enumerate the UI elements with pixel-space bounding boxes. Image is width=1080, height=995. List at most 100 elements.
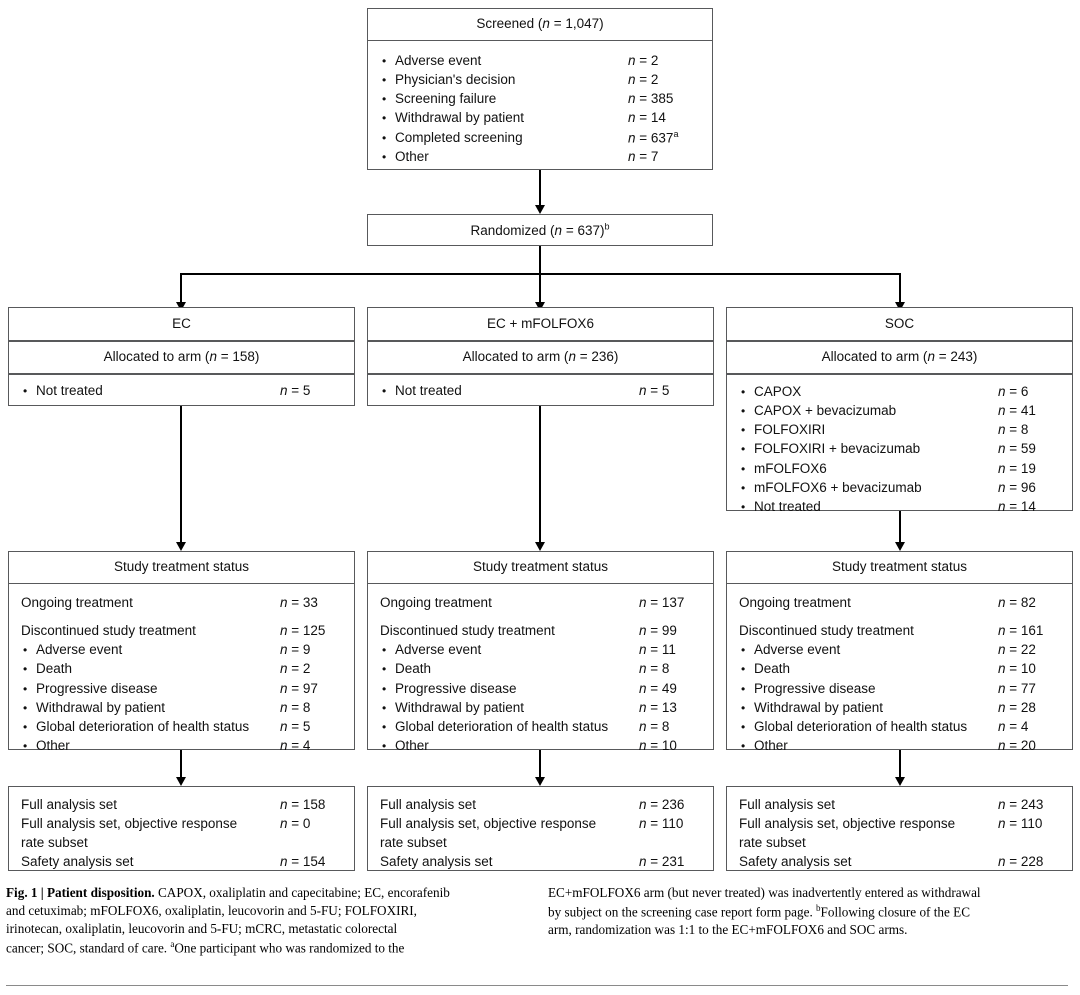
reason-label: Other xyxy=(380,736,639,755)
reason-label: Withdrawal by patient xyxy=(739,698,998,717)
caption-text-0: CAPOX, oxaliplatin and capecitabine; EC,… xyxy=(154,885,450,900)
list-item: Progressive disease n = 77 xyxy=(739,679,1060,698)
arm-name-ec: EC xyxy=(172,316,191,331)
allocated-text-ecmfolfox6: Allocated to arm (n = 236) xyxy=(462,349,619,364)
caption-line: irinotecan, oxaliplatin, leucovorin and … xyxy=(6,920,398,936)
discontinued-value: n = 125 xyxy=(280,623,326,639)
connector-branch-ecmfolfox6 xyxy=(539,273,541,305)
list-item: Ongoing treatment n = 137 xyxy=(380,593,701,612)
allocated-text-ec: Allocated to arm (n = 158) xyxy=(103,349,260,364)
treatment-label: CAPOX xyxy=(739,382,998,401)
treatment-label: mFOLFOX6 + bevacizumab xyxy=(739,478,998,497)
reason-label: Death xyxy=(380,659,639,678)
analysis-list-ec: Full analysis set n = 158 Full analysis … xyxy=(9,787,354,880)
reason-value: n = 2 xyxy=(628,52,659,68)
ongoing-value: n = 33 xyxy=(280,594,318,610)
screened-title-text: Screened (n = 1,047) xyxy=(476,16,604,31)
reason-value: n = 14 xyxy=(628,110,666,126)
full-analysis-label: Full analysis set xyxy=(21,797,118,812)
reason-label: Completed screening xyxy=(380,128,628,147)
arrow-ec-to-status xyxy=(175,542,186,551)
analysis-box-ec: Full analysis set n = 158 Full analysis … xyxy=(8,786,355,871)
status-title-ecmfolfox6: Study treatment status xyxy=(368,552,713,584)
treatment-list-ec: Not treated n = 5 xyxy=(9,375,354,408)
list-item: Other n = 10 xyxy=(380,736,701,755)
treatment-label: mFOLFOX6 xyxy=(739,459,998,478)
status-title-ec: Study treatment status xyxy=(9,552,354,584)
list-item: Global deterioration of health status n … xyxy=(380,717,701,736)
reason-value: n = 8 xyxy=(639,718,670,734)
list-item: CAPOX n = 6 xyxy=(739,382,1060,401)
treatment-box-ecmfolfox6: Not treated n = 5 xyxy=(367,374,714,406)
list-item: Death n = 2 xyxy=(21,659,342,678)
spacer xyxy=(21,612,342,621)
status-title-soc: Study treatment status xyxy=(727,552,1072,584)
orr-subset-value: n = 110 xyxy=(639,816,684,832)
list-item: Full analysis set, objective response n … xyxy=(380,814,701,833)
list-item: Adverse event n = 9 xyxy=(21,640,342,659)
reason-value: n = 5 xyxy=(280,718,311,734)
arrow-branch-ecmfolfox6 xyxy=(534,302,545,311)
status-list-ecmfolfox6: Ongoing treatment n = 137 Discontinued s… xyxy=(368,584,713,763)
discontinued-label: Discontinued study treatment xyxy=(739,623,914,639)
list-item: Discontinued study treatment n = 125 xyxy=(21,621,342,640)
list-item: CAPOX + bevacizumab n = 41 xyxy=(739,401,1060,420)
arrow-screened-to-randomized xyxy=(534,205,545,214)
arrow-branch-ec xyxy=(175,302,186,311)
list-item: Full analysis set n = 158 xyxy=(21,795,342,814)
orr-subset-value: n = 0 xyxy=(280,816,311,832)
screened-reason-list: Adverse event n = 2 Physician's decision… xyxy=(368,41,712,174)
reason-value: n = 385 xyxy=(628,91,674,107)
caption-line: cancer; SOC, standard of care. aOne part… xyxy=(6,938,405,956)
orr-subset-value: n = 110 xyxy=(998,816,1043,832)
reason-label: Global deterioration of health status xyxy=(380,717,639,736)
list-item: Global deterioration of health status n … xyxy=(739,717,1060,736)
list-item: Withdrawal by patient n = 14 xyxy=(380,108,700,127)
analysis-box-ecmfolfox6: Full analysis set n = 236 Full analysis … xyxy=(367,786,714,871)
reason-label: Withdrawal by patient xyxy=(21,698,280,717)
treatment-label: Not treated xyxy=(380,381,639,400)
status-box-ec: Study treatment status Ongoing treatment… xyxy=(8,551,355,753)
ongoing-label: Ongoing treatment xyxy=(380,594,492,610)
allocated-label-soc: Allocated to arm (n = 243) xyxy=(727,342,1072,373)
orr-subset-label-cont: rate subset xyxy=(380,835,447,851)
list-item: Adverse event n = 22 xyxy=(739,640,1060,659)
list-item: Full analysis set n = 236 xyxy=(380,795,701,814)
safety-analysis-value: n = 231 xyxy=(639,854,685,870)
list-item: Global deterioration of health status n … xyxy=(21,717,342,736)
reason-label: Global deterioration of health status xyxy=(739,717,998,736)
arrow-branch-soc xyxy=(894,302,905,311)
list-item: Other n = 20 xyxy=(739,736,1060,755)
screened-box: Screened (n = 1,047) Adverse event n = 2… xyxy=(367,8,713,170)
caption-line: EC+mFOLFOX6 arm (but never treated) was … xyxy=(548,885,981,900)
reason-value: n = 2 xyxy=(280,661,311,677)
reason-value: n = 28 xyxy=(998,699,1036,715)
figure-label: Fig. 1 | xyxy=(6,885,47,900)
list-item: FOLFOXIRI + bevacizumab n = 59 xyxy=(739,439,1060,458)
connector-ec-to-status xyxy=(180,406,182,546)
reason-value: n = 9 xyxy=(280,642,311,658)
treatment-label: Not treated xyxy=(739,497,998,516)
list-item: Death n = 10 xyxy=(739,659,1060,678)
reason-value: n = 13 xyxy=(639,699,677,715)
treatment-value: n = 19 xyxy=(998,460,1036,476)
treatment-list-soc: CAPOX n = 6 CAPOX + bevacizumab n = 41 F… xyxy=(727,375,1072,524)
screened-title: Screened (n = 1,047) xyxy=(368,9,712,41)
arm-box-ec: EC xyxy=(8,307,355,341)
connector-soc-to-status xyxy=(899,511,901,546)
list-item: Physician's decision n = 2 xyxy=(380,70,700,89)
discontinued-label: Discontinued study treatment xyxy=(380,623,555,639)
connector-screened-to-randomized xyxy=(539,170,541,208)
allocated-box-ecmfolfox6: Allocated to arm (n = 236) xyxy=(367,341,714,374)
list-item: Not treated n = 5 xyxy=(380,381,701,400)
list-item: Progressive disease n = 97 xyxy=(21,679,342,698)
list-item: Withdrawal by patient n = 13 xyxy=(380,698,701,717)
analysis-list-ecmfolfox6: Full analysis set n = 236 Full analysis … xyxy=(368,787,713,880)
treatment-label: FOLFOXIRI xyxy=(739,420,998,439)
reason-value: n = 2 xyxy=(628,72,659,88)
caption-line: and cetuximab; mFOLFOX6, oxaliplatin, le… xyxy=(6,902,417,918)
ongoing-label: Ongoing treatment xyxy=(739,594,851,610)
list-item: Death n = 8 xyxy=(380,659,701,678)
reason-value: n = 7 xyxy=(628,149,659,165)
orr-subset-label-cont: rate subset xyxy=(739,835,806,851)
